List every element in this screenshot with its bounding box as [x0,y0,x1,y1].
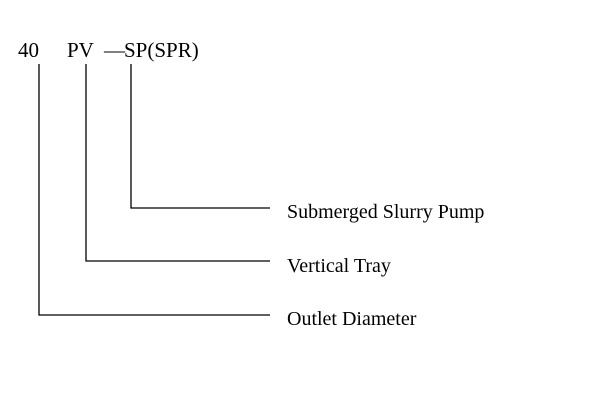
label-outlet-diameter: Outlet Diameter [287,308,417,330]
leader-line-tray [85,64,270,262]
label-vertical-tray: Vertical Tray [287,255,391,277]
code-tray: PV [67,38,94,62]
leader-line-outlet [38,64,270,316]
code-pump: SP(SPR) [124,38,199,62]
code-separator: — [104,38,125,62]
leader-line-pump [130,64,270,209]
label-submerged-slurry-pump: Submerged Slurry Pump [287,201,485,223]
code-diameter: 40 [18,38,39,62]
